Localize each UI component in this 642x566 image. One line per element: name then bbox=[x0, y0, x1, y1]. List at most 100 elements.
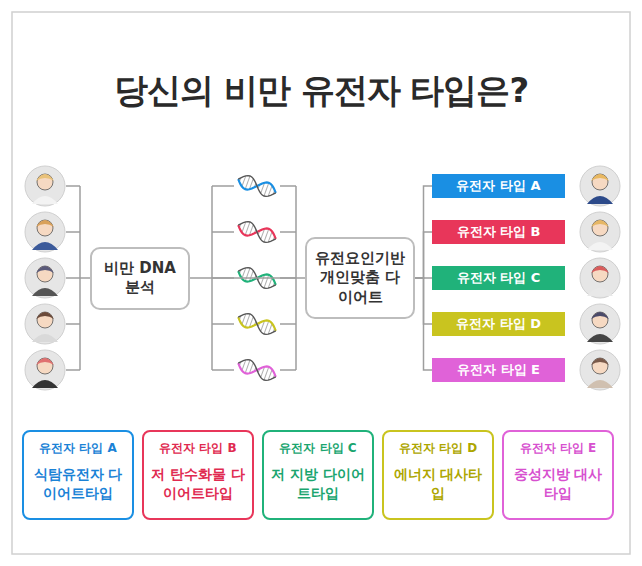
avatar-hair bbox=[591, 358, 609, 365]
avatar-face bbox=[592, 220, 608, 236]
avatar-hair bbox=[36, 358, 54, 365]
type-bar: 유전자 타입 B bbox=[432, 220, 565, 244]
avatar-face bbox=[592, 174, 608, 190]
avatar-circle bbox=[580, 166, 620, 206]
person-avatar bbox=[25, 212, 65, 252]
person-avatar bbox=[25, 258, 65, 298]
type-card: 유전자 타입 C 저 지방 다이어트타입 bbox=[262, 430, 374, 520]
dna-rung bbox=[245, 268, 250, 281]
avatar-circle bbox=[25, 304, 65, 344]
avatar-face bbox=[592, 312, 608, 328]
person-avatar bbox=[580, 258, 620, 298]
avatar-body bbox=[32, 242, 58, 250]
type-card: 유전자 타입 A 식탐유전자 다이어트타입 bbox=[22, 430, 134, 520]
process-box: 비만 DNA 분석 bbox=[90, 247, 190, 310]
avatar-circle bbox=[25, 258, 65, 298]
process-box: 유전요인기반 개인맞춤 다이어트 bbox=[305, 237, 415, 320]
dna-icon bbox=[236, 173, 278, 200]
avatar-body bbox=[587, 380, 613, 388]
dna-strand bbox=[236, 173, 278, 200]
dna-rung bbox=[245, 360, 250, 373]
left-bracket bbox=[66, 186, 90, 370]
node-body: 저 지방 다이어트타입 bbox=[268, 465, 368, 503]
avatar-circle bbox=[25, 212, 65, 252]
avatar-face bbox=[37, 220, 53, 236]
avatar-hair bbox=[591, 220, 609, 227]
node-label: 유전자 타입 D bbox=[432, 312, 565, 336]
avatar-circle bbox=[580, 350, 620, 390]
dna-strand bbox=[236, 357, 278, 384]
avatar-hair bbox=[591, 174, 609, 181]
node-label: 비만 DNA 분석 bbox=[100, 259, 180, 298]
avatar-hair bbox=[36, 174, 54, 181]
avatar-hair bbox=[36, 312, 54, 319]
avatar-face bbox=[592, 266, 608, 282]
node-label: 유전자 타입 D bbox=[388, 440, 488, 457]
dna-strand bbox=[236, 357, 278, 384]
dna-strand bbox=[236, 219, 278, 246]
person-avatar bbox=[25, 350, 65, 390]
node-label: 유전자 타입 E bbox=[508, 440, 608, 457]
dna-rung bbox=[245, 314, 250, 327]
node-label: 유전자 타입 B bbox=[432, 220, 565, 244]
type-bar: 유전자 타입 E bbox=[432, 358, 565, 382]
avatar-circle bbox=[580, 212, 620, 252]
connector-line bbox=[415, 186, 432, 278]
type-card: 유전자 타입 D 에너지 대사타입 bbox=[382, 430, 494, 520]
avatar-body bbox=[587, 334, 613, 342]
avatar-circle bbox=[580, 258, 620, 298]
avatar-hair bbox=[591, 312, 609, 319]
person-avatar bbox=[25, 304, 65, 344]
node-body: 저 탄수화물 다이어트타입 bbox=[148, 465, 248, 503]
avatar-face bbox=[37, 312, 53, 328]
node-body: 에너지 대사타입 bbox=[388, 465, 488, 503]
diagram-title: 당신의 비만 유전자 타입은? bbox=[20, 68, 622, 114]
type-card: 유전자 타입 B 저 탄수화물 다이어트타입 bbox=[142, 430, 254, 520]
dna-icon bbox=[236, 357, 278, 384]
node-label: 유전자 타입 A bbox=[28, 440, 128, 457]
dna-strand bbox=[236, 311, 278, 338]
connector-line bbox=[190, 277, 305, 279]
type-bar: 유전자 타입 A bbox=[432, 174, 565, 198]
dna-icon bbox=[236, 311, 278, 338]
avatar-face bbox=[592, 358, 608, 374]
dna-strand bbox=[236, 311, 278, 338]
node-label: 유전요인기반 개인맞춤 다이어트 bbox=[315, 249, 405, 308]
avatar-circle bbox=[25, 350, 65, 390]
dna-strand bbox=[236, 219, 278, 246]
avatar-body bbox=[587, 288, 613, 296]
avatar-hair bbox=[591, 266, 609, 273]
node-label: 유전자 타입 B bbox=[148, 440, 248, 457]
dna-rung bbox=[264, 275, 269, 288]
connector-line bbox=[415, 232, 432, 278]
dna-rung bbox=[264, 321, 269, 334]
node-body: 식탐유전자 다이어트타입 bbox=[28, 465, 128, 503]
dna-rung bbox=[264, 183, 269, 196]
avatar-face bbox=[37, 266, 53, 282]
node-label: 유전자 타입 A bbox=[432, 174, 565, 198]
node-label: 유전자 타입 E bbox=[432, 358, 565, 382]
person-avatar bbox=[580, 350, 620, 390]
avatar-body bbox=[587, 242, 613, 250]
frame bbox=[12, 12, 630, 554]
person-avatar bbox=[25, 166, 65, 206]
avatar-body bbox=[32, 196, 58, 204]
type-card: 유전자 타입 E 중성지방 대사타입 bbox=[502, 430, 614, 520]
dna-rung bbox=[264, 367, 269, 380]
dna-rung bbox=[264, 229, 269, 242]
avatar-body bbox=[32, 288, 58, 296]
avatar-hair bbox=[36, 266, 54, 273]
avatar-circle bbox=[580, 304, 620, 344]
node-label: 유전자 타입 C bbox=[432, 266, 565, 290]
avatar-body bbox=[32, 380, 58, 388]
avatar-circle bbox=[25, 166, 65, 206]
avatar-body bbox=[587, 196, 613, 204]
avatar-body bbox=[32, 334, 58, 342]
node-label: 유전자 타입 C bbox=[268, 440, 368, 457]
dna-rung bbox=[245, 222, 250, 235]
type-bar: 유전자 타입 D bbox=[432, 312, 565, 336]
node-body: 중성지방 대사타입 bbox=[508, 465, 608, 503]
avatar-hair bbox=[36, 220, 54, 227]
dna-icon bbox=[236, 219, 278, 246]
